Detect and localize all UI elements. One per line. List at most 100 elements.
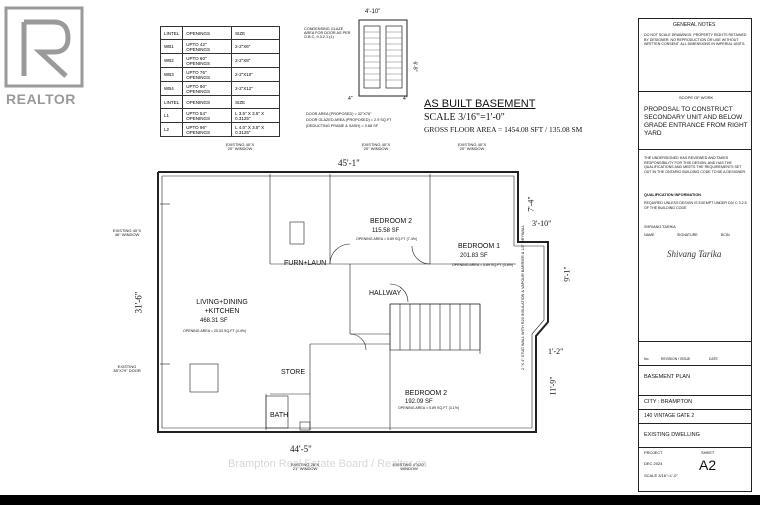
- registered-name: SHRIANG TARIKA: [644, 225, 676, 229]
- door-area-line: (DEDUCTING FRAME & SASH) = 0.68 SF: [306, 124, 379, 128]
- drawing-name: BASEMENT PLAN: [644, 374, 691, 380]
- window-label: EXISTING 40"X 20" WINDOW: [225, 142, 255, 151]
- schedule-cell: UPTO 60" OPENINGS: [182, 53, 233, 68]
- dimension-bottom: 44'-5": [290, 444, 312, 454]
- schedule-cell: UPTO 90" OPENINGS: [182, 81, 233, 96]
- room-opening: OPENING AREA = 20.53 SQ.FT (4.4%): [183, 329, 247, 333]
- qualification-line: REQUIRED UNLESS DESIGN IS EXEMPT UNDER D…: [644, 201, 747, 210]
- window-label: EXISTING 28"X 21" WINDOW: [290, 462, 320, 471]
- designer-note: THE UNDERSIGNED HAS REVIEWED AND TAKES R…: [644, 156, 747, 175]
- schedule-cell: UPTO 54" OPENINGS: [182, 108, 233, 123]
- door-side-dim: 4": [403, 96, 408, 102]
- window-label: EXISTING 40"X 20" WINDOW: [361, 142, 391, 151]
- room-name: LIVING+DINING +KITCHEN: [196, 299, 248, 315]
- realtor-logo: REALTOR: [4, 6, 84, 106]
- scope-section: SCOPE OF WORK PROPOSAL TO CONSTRUCT SECO…: [639, 91, 751, 149]
- room-name: BEDROOM 2: [405, 390, 448, 397]
- room-name: STORE: [281, 369, 305, 376]
- door-width-dim: 4'-10": [365, 9, 381, 15]
- realtor-wordmark: REALTOR: [6, 91, 76, 107]
- schedule-header: LINTEL: [159, 26, 184, 40]
- sign-label: NAME: [644, 233, 655, 237]
- scale-small: SCALE 3/16"=1'-0": [644, 473, 678, 478]
- schedule-header: OPENINGS: [182, 95, 233, 109]
- room-name: FURN+LAUN: [284, 260, 327, 267]
- gross-floor-area: GROSS FLOOR AREA = 1454.08 SFT / 135.08 …: [424, 125, 583, 134]
- schedule-cell: L 4.0" X 3.5" X 0.3125": [231, 122, 280, 137]
- door-note: CONDENSING GLAZE AREA FOR DOOR AS PER O.…: [304, 27, 351, 39]
- schedule-cell: WB1: [159, 39, 184, 54]
- door-label: EXISTING 38"X79" DOOR: [113, 364, 141, 373]
- sheet-number: A2: [699, 457, 717, 473]
- schedule-header: SIZE: [231, 95, 280, 109]
- plan-scale: SCALE 3/16"=1'-0": [424, 112, 505, 123]
- city: CITY : BRAMPTON: [644, 399, 693, 405]
- designer-section: THE UNDERSIGNED HAS REVIEWED AND TAKES R…: [639, 149, 751, 341]
- existing-dwelling: EXISTING DWELLING: [644, 432, 700, 438]
- window-label: EXISTING 40"X 46" WINDOW: [112, 228, 142, 237]
- schedule-header: SIZE: [231, 26, 280, 40]
- scope-text: PROPOSAL TO CONSTRUCT SECONDARY UNIT AND…: [644, 106, 748, 138]
- existing-cell: EXISTING DWELLING: [639, 423, 751, 447]
- room-area: 201.83 SF: [460, 253, 488, 259]
- address-cell: 140 VINTAGE GATE 2: [639, 409, 751, 423]
- dimension-offset: 3'-10": [532, 219, 552, 228]
- plan-title: AS BUILT BASEMENT: [424, 98, 536, 110]
- project-cell: PROJECT SHEET DEC 2024 A2 SCALE 3/16"=1'…: [639, 447, 751, 493]
- address: 140 VINTAGE GATE 2: [644, 413, 695, 419]
- dimension-top: 45'-1": [338, 158, 360, 168]
- room-name: BEDROOM 1: [458, 243, 501, 250]
- project-date: DEC 2024: [644, 461, 663, 466]
- schedule-cell: 2-2"X6": [231, 39, 280, 54]
- revision-header: No.: [644, 357, 650, 361]
- schedule-cell: UPTO 76" OPENINGS: [182, 67, 233, 82]
- dimension-left: 31'-6": [133, 291, 144, 314]
- schedule-cell: 2-2"X8": [231, 53, 280, 68]
- door-side-dim: 4": [348, 96, 353, 102]
- sign-label: BCIN: [721, 233, 730, 237]
- room-name: BATH: [270, 412, 289, 419]
- window-label: EXISTING 4"X20" WINDOW: [393, 462, 425, 471]
- schedule-cell: WB4: [159, 81, 184, 96]
- door-height-dim: 6'-8": [411, 61, 418, 72]
- door-area-line: DOOR AREA (PROPOSED) = 32"X76": [306, 112, 372, 116]
- schedule-header: LINTEL: [159, 95, 184, 109]
- schedule-cell: UPTO 96" OPENINGS: [182, 122, 233, 137]
- room-area: 468.31 SF: [200, 318, 228, 324]
- schedule-cell: 2-2"X12": [231, 81, 280, 96]
- revision-header: REVISION / ISSUE: [661, 357, 691, 361]
- drawing-name-cell: BASEMENT PLAN: [639, 365, 751, 395]
- window-label: EXISTING 40"X 20" WINDOW: [457, 142, 487, 151]
- dimension-offset: 1'-2": [548, 347, 564, 356]
- signature: Shivang Tarika: [667, 249, 722, 259]
- sign-label: SIGNATURE: [677, 233, 698, 237]
- sheet-label: SHEET: [701, 450, 715, 455]
- room-area: 115.58 SF: [372, 228, 400, 234]
- schedule-header: OPENINGS: [182, 26, 233, 40]
- project-label: PROJECT: [644, 450, 663, 455]
- schedule-cell: L1: [159, 108, 184, 123]
- revision-section: No. REVISION / ISSUE DATE: [639, 341, 751, 365]
- door-detail-drawing: [358, 19, 408, 97]
- schedule-cell: WB2: [159, 53, 184, 68]
- schedule-cell: 2-2"X10": [231, 67, 280, 82]
- bottom-watermark: Brampton Real Estate Board / Realtor.ca: [228, 458, 427, 470]
- schedule-cell: UPTO 42" OPENINGS: [182, 39, 233, 54]
- scope-title: SCOPE OF WORK: [679, 95, 714, 100]
- city-cell: CITY : BRAMPTON: [639, 395, 751, 409]
- general-notes: DO NOT SCALE DRAWINGS. PROPERTY RIGHTS R…: [644, 33, 747, 47]
- wall-note: 2 "X 4" STUD WALL WITH R20 INSULATION & …: [521, 224, 525, 370]
- realtor-r-icon: [4, 6, 84, 88]
- room-opening: OPENING AREA = 5.89 SQ.FT (7.4%): [356, 237, 418, 241]
- room-opening: OPENING AREA = 5.89 SQ.FT (3.1%): [398, 406, 460, 410]
- door-area-line: DOOR GLAZED AREA (PROPOSED) = 2.9 SQ.FT: [306, 118, 392, 122]
- room-name: BEDROOM 2: [370, 218, 413, 225]
- qualification-title: QUALIFICATION INFORMATION: [644, 193, 702, 197]
- floor-plan: [157, 171, 549, 433]
- schedule-cell: L2: [159, 122, 184, 137]
- revision-header: DATE: [709, 357, 718, 361]
- room-opening: OPENING AREA = 5.89 SQ.FT (3.6%): [452, 263, 514, 267]
